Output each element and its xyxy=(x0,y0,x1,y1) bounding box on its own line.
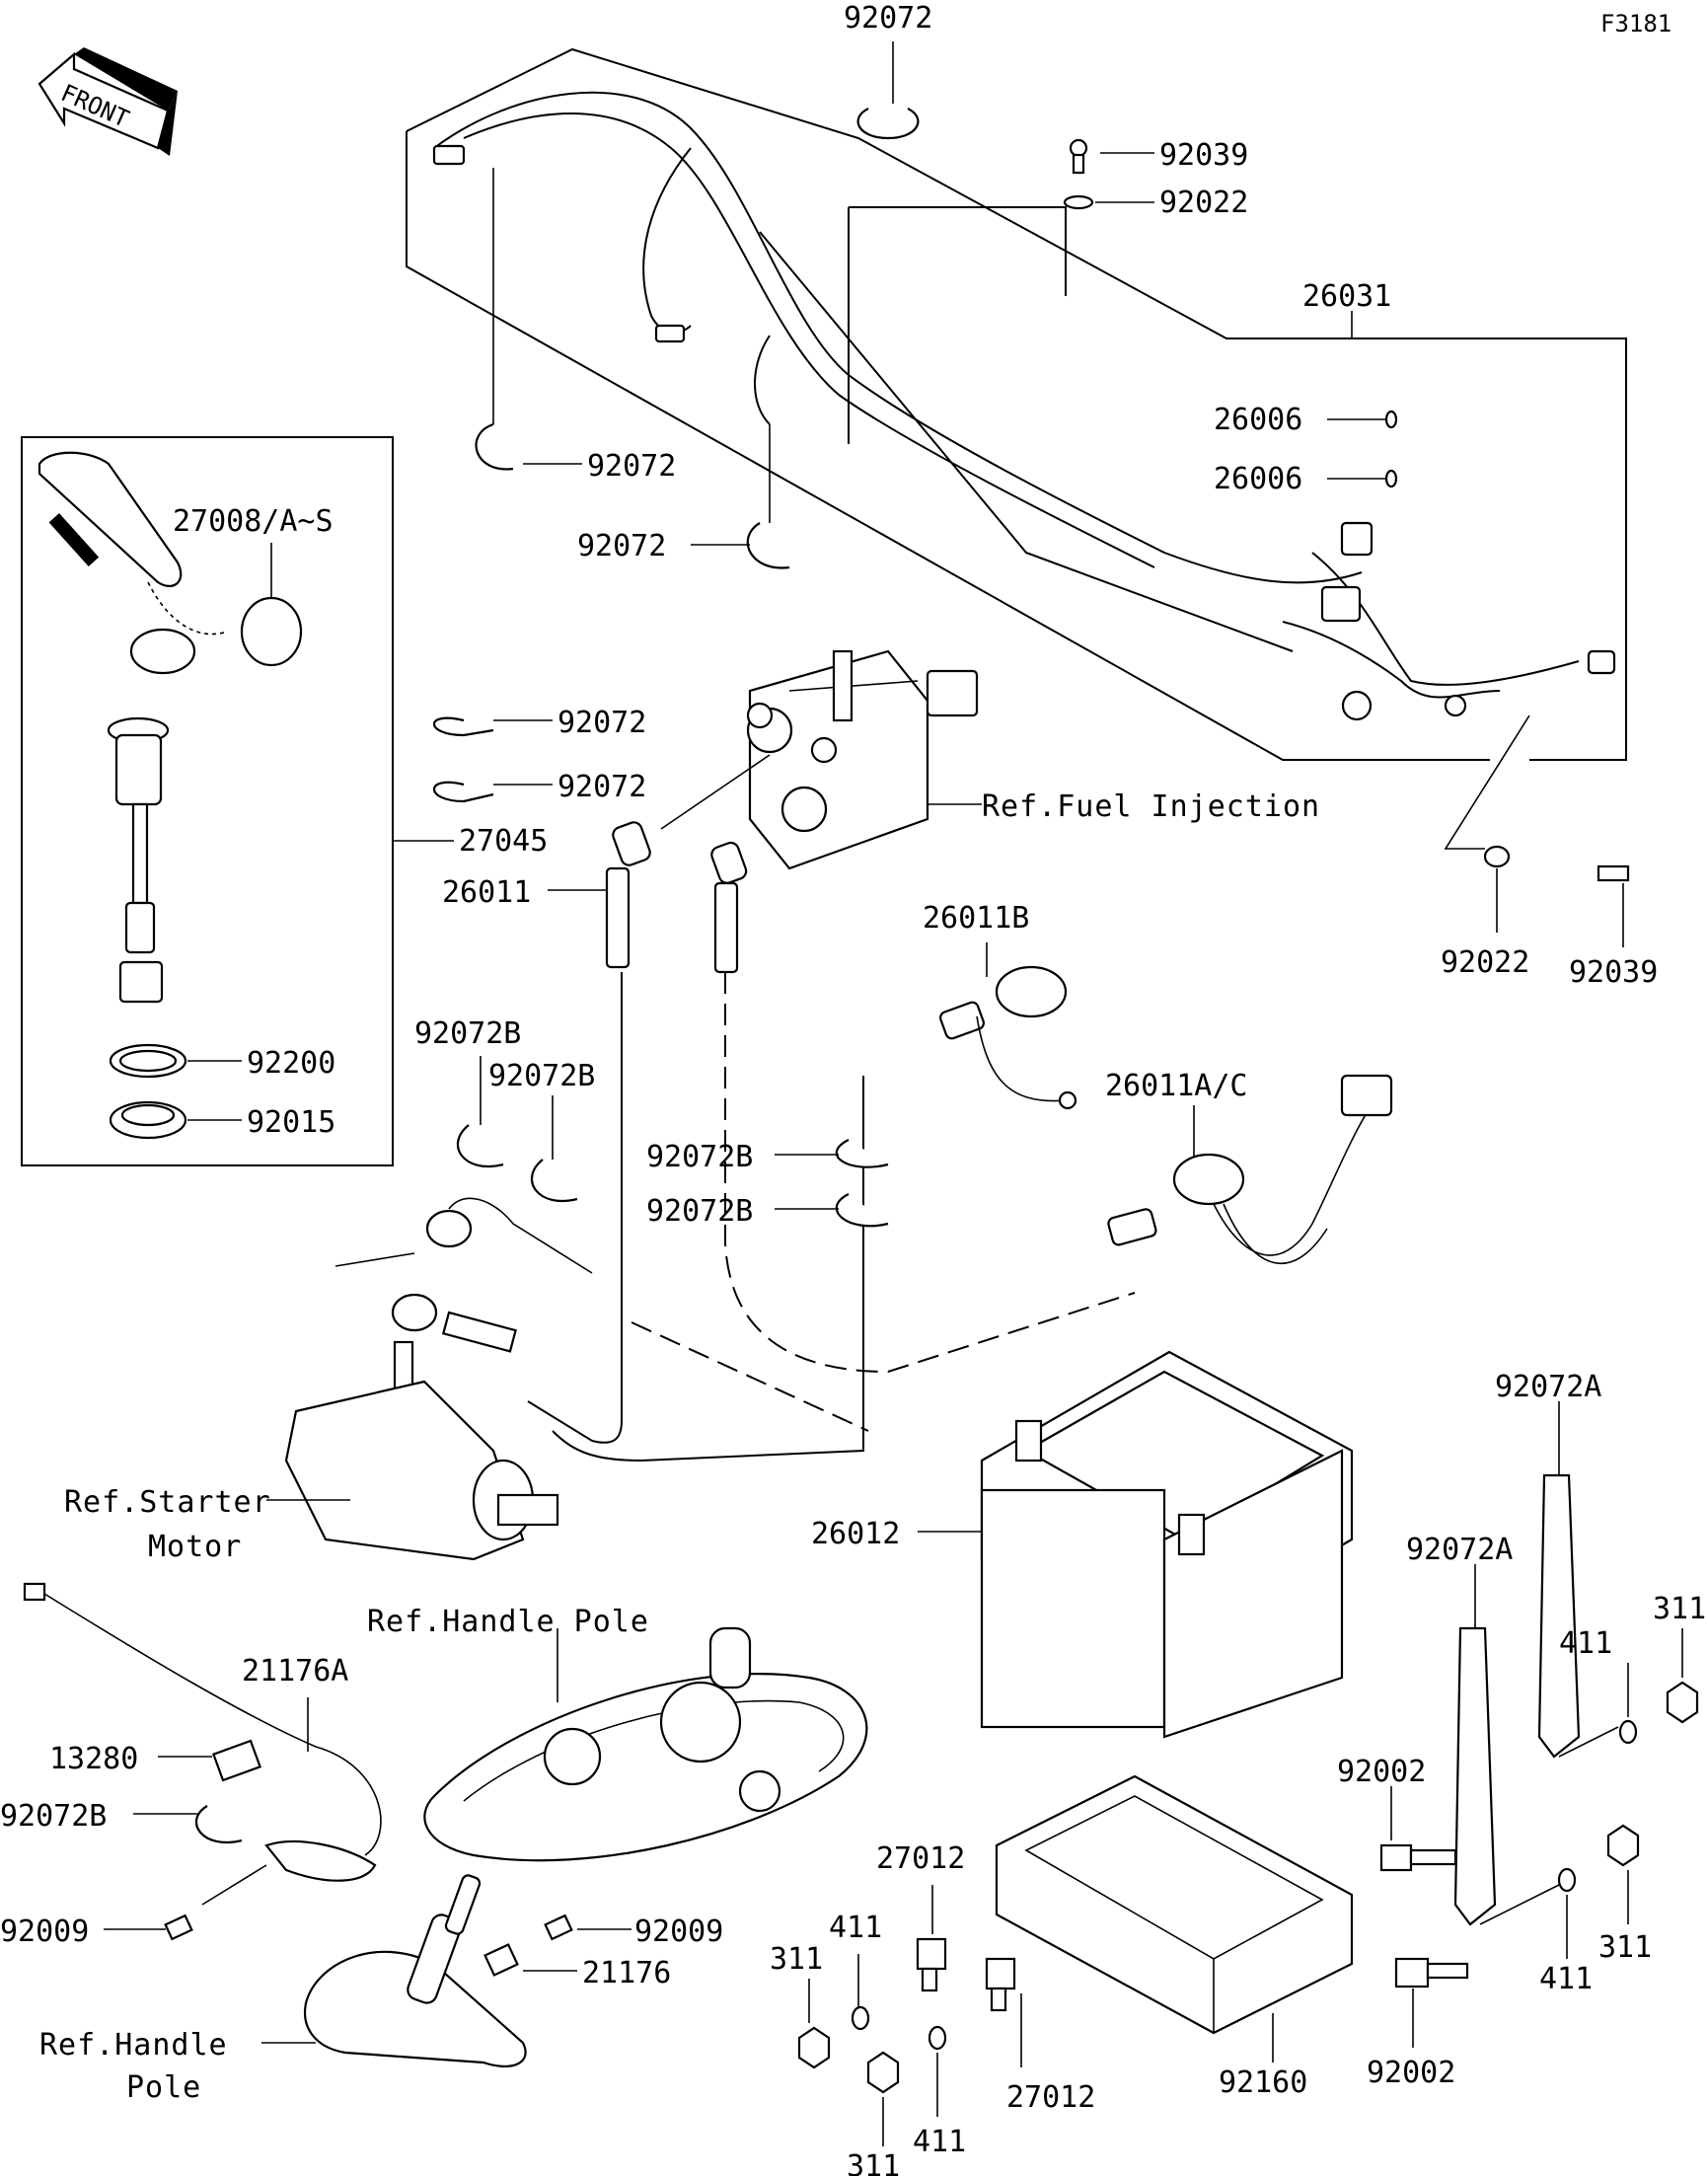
handle-pole xyxy=(423,1626,868,1862)
cap-26011AC xyxy=(1107,1074,1393,1265)
washer-92022-r xyxy=(1483,845,1511,868)
label-311-c: 311 xyxy=(770,1942,823,1977)
ref-starter-1: Ref.Starter xyxy=(64,1485,271,1520)
bolt-92039 xyxy=(1069,138,1088,158)
label-plate-13280 xyxy=(212,1739,261,1782)
bracket-27012-a xyxy=(916,1937,947,1971)
figure-id: F3181 xyxy=(1600,10,1671,38)
label-92072B-c: 92072B xyxy=(646,1140,753,1174)
band-92072-top xyxy=(856,108,920,140)
label-26011B: 26011B xyxy=(923,901,1029,936)
band-92072B-d xyxy=(835,1193,889,1228)
starter-motor xyxy=(284,1197,593,1561)
label-411-a: 411 xyxy=(1559,1626,1612,1661)
label-92072-b: 92072 xyxy=(577,529,666,563)
band-92072-b xyxy=(746,522,790,569)
sensor-21176 xyxy=(483,1943,519,1977)
label-92072-top: 92072 xyxy=(844,1,932,36)
bolt-92002-b xyxy=(1394,1957,1430,1988)
band-92072B-b xyxy=(530,1159,578,1202)
label-21176A: 21176A xyxy=(242,1654,348,1688)
label-92015: 92015 xyxy=(247,1105,335,1140)
screw-92009-a xyxy=(164,1913,193,1941)
label-92072-c: 92072 xyxy=(557,706,646,740)
label-311-b: 311 xyxy=(1598,1930,1652,1965)
label-92160: 92160 xyxy=(1219,2065,1307,2100)
label-27012-b: 27012 xyxy=(1006,2080,1095,2115)
label-26011AC: 26011A/C xyxy=(1105,1069,1248,1103)
battery-tray-92160 xyxy=(995,1774,1354,2035)
band-92072B-a xyxy=(456,1124,504,1167)
label-411-d: 411 xyxy=(913,2125,966,2159)
lead-21176A xyxy=(23,1582,382,1882)
label-92039-r: 92039 xyxy=(1569,955,1658,990)
label-92072-a: 92072 xyxy=(587,449,676,484)
label-27012-a: 27012 xyxy=(876,1841,965,1876)
band-92072-a xyxy=(475,422,514,471)
label-26006-b: 26006 xyxy=(1214,462,1302,496)
strap-92072A xyxy=(1453,1473,1581,1926)
front-arrow-icon: FRONT xyxy=(37,47,178,156)
label-27008: 27008/A~S xyxy=(173,504,334,539)
label-27045: 27045 xyxy=(459,824,548,859)
key-lanyard xyxy=(37,451,303,675)
label-26011: 26011 xyxy=(442,875,531,910)
label-92200: 92200 xyxy=(247,1046,335,1081)
label-92022-top: 92022 xyxy=(1159,186,1248,220)
main-harness-26031 xyxy=(406,47,1627,761)
label-92072A-a: 92072A xyxy=(1495,1370,1601,1404)
label-21176: 21176 xyxy=(582,1956,671,1990)
label-26031: 26031 xyxy=(1302,279,1391,314)
label-92002-a: 92002 xyxy=(1337,1755,1426,1789)
ignition-coil xyxy=(746,649,979,870)
washer-92022 xyxy=(1063,194,1094,210)
label-311-d: 311 xyxy=(847,2149,900,2176)
label-92002-b: 92002 xyxy=(1367,2056,1455,2090)
band-92072B-e xyxy=(194,1805,243,1843)
label-92072B-b: 92072B xyxy=(488,1059,595,1093)
label-92072B-a: 92072B xyxy=(414,1016,521,1051)
label-92072B-d: 92072B xyxy=(646,1194,753,1229)
label-13280: 13280 xyxy=(49,1742,138,1776)
label-26012: 26012 xyxy=(811,1517,900,1551)
ref-handle-pole-1: Ref.Handle Pole xyxy=(367,1605,649,1639)
band-92072-c xyxy=(433,716,494,737)
battery-26012 xyxy=(980,1350,1354,1739)
bracket-27012-b xyxy=(985,1957,1016,1990)
label-411-b: 411 xyxy=(1539,1962,1593,1996)
label-411-c: 411 xyxy=(829,1911,882,1945)
label-311-a: 311 xyxy=(1653,1592,1706,1626)
label-92072A-b: 92072A xyxy=(1406,1533,1513,1567)
label-92039-top: 92039 xyxy=(1159,138,1248,173)
label-92022-r: 92022 xyxy=(1441,945,1529,980)
label-92009-b: 92009 xyxy=(634,1914,723,1949)
label-92009-a: 92009 xyxy=(0,1914,89,1949)
label-92072-d: 92072 xyxy=(557,770,646,804)
band-92072-d xyxy=(433,781,494,803)
ignition-switch-27045 xyxy=(107,716,170,1004)
ref-handle-pole-2b: Pole xyxy=(126,2070,201,2105)
bolt-92039-r xyxy=(1597,864,1630,882)
plug-cap-26011 xyxy=(605,754,771,974)
ref-starter-2: Motor xyxy=(148,1530,242,1564)
band-92072B-c xyxy=(835,1139,889,1168)
key-switch-inset xyxy=(21,436,394,1166)
screw-92009-b xyxy=(544,1913,573,1941)
label-26006-a: 26006 xyxy=(1214,403,1302,437)
label-92072B-e: 92072B xyxy=(0,1799,107,1834)
handle-pole-lower xyxy=(303,1874,527,2067)
ref-fuel-injection: Ref.Fuel Injection xyxy=(982,789,1320,824)
ref-handle-pole-2a: Ref.Handle xyxy=(39,2028,228,2063)
bolt-92002-a xyxy=(1379,1843,1413,1872)
ground-cap-26011B xyxy=(939,942,1077,1110)
